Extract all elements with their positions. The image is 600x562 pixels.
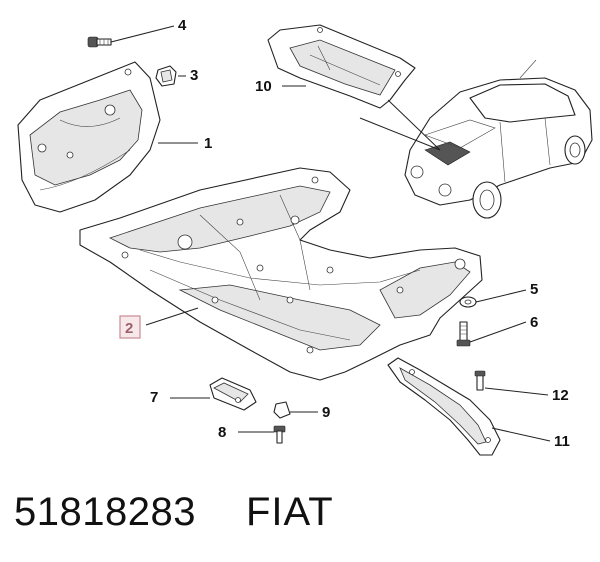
leader-lines [110, 25, 551, 442]
part-12-bolt [474, 370, 486, 391]
part-2-underbody-shield [79, 167, 483, 381]
brand-name: FIAT [246, 490, 334, 534]
part-number: 51818283 [14, 490, 196, 534]
part-10-front-shield [267, 24, 416, 109]
callout-3: 3 [190, 67, 198, 84]
part-9-clip [273, 401, 291, 419]
part-11-side-shield [387, 357, 501, 456]
footer: 51818283 FIAT [14, 490, 594, 550]
callout-12: 12 [552, 387, 569, 404]
callout-8: 8 [218, 424, 226, 441]
part-1-wheel-arch-shield [17, 61, 161, 213]
callout-10: 10 [255, 78, 272, 95]
car-pointer-line [359, 117, 441, 151]
callout-2: 2 [125, 320, 133, 337]
car-pointer-line [387, 99, 441, 151]
part-7-bracket [209, 377, 257, 411]
callout-6: 6 [530, 314, 538, 331]
part-3-clip [155, 65, 177, 87]
part-4-bolt [87, 36, 112, 48]
callout-5: 5 [530, 281, 538, 298]
callout-11: 11 [554, 433, 570, 450]
callout-1: 1 [204, 135, 212, 152]
parts-exploded-diagram: 4 3 1 10 2 5 6 7 9 8 12 11 [17, 17, 593, 456]
part-5-nut [459, 296, 477, 308]
part-8-screw [273, 425, 286, 444]
callout-9: 9 [322, 404, 330, 421]
callout-7: 7 [150, 389, 158, 406]
callout-4: 4 [178, 17, 187, 34]
part-6-bolt [456, 321, 471, 347]
callout-2-highlight-box [119, 315, 141, 339]
car-illustration [404, 59, 593, 219]
